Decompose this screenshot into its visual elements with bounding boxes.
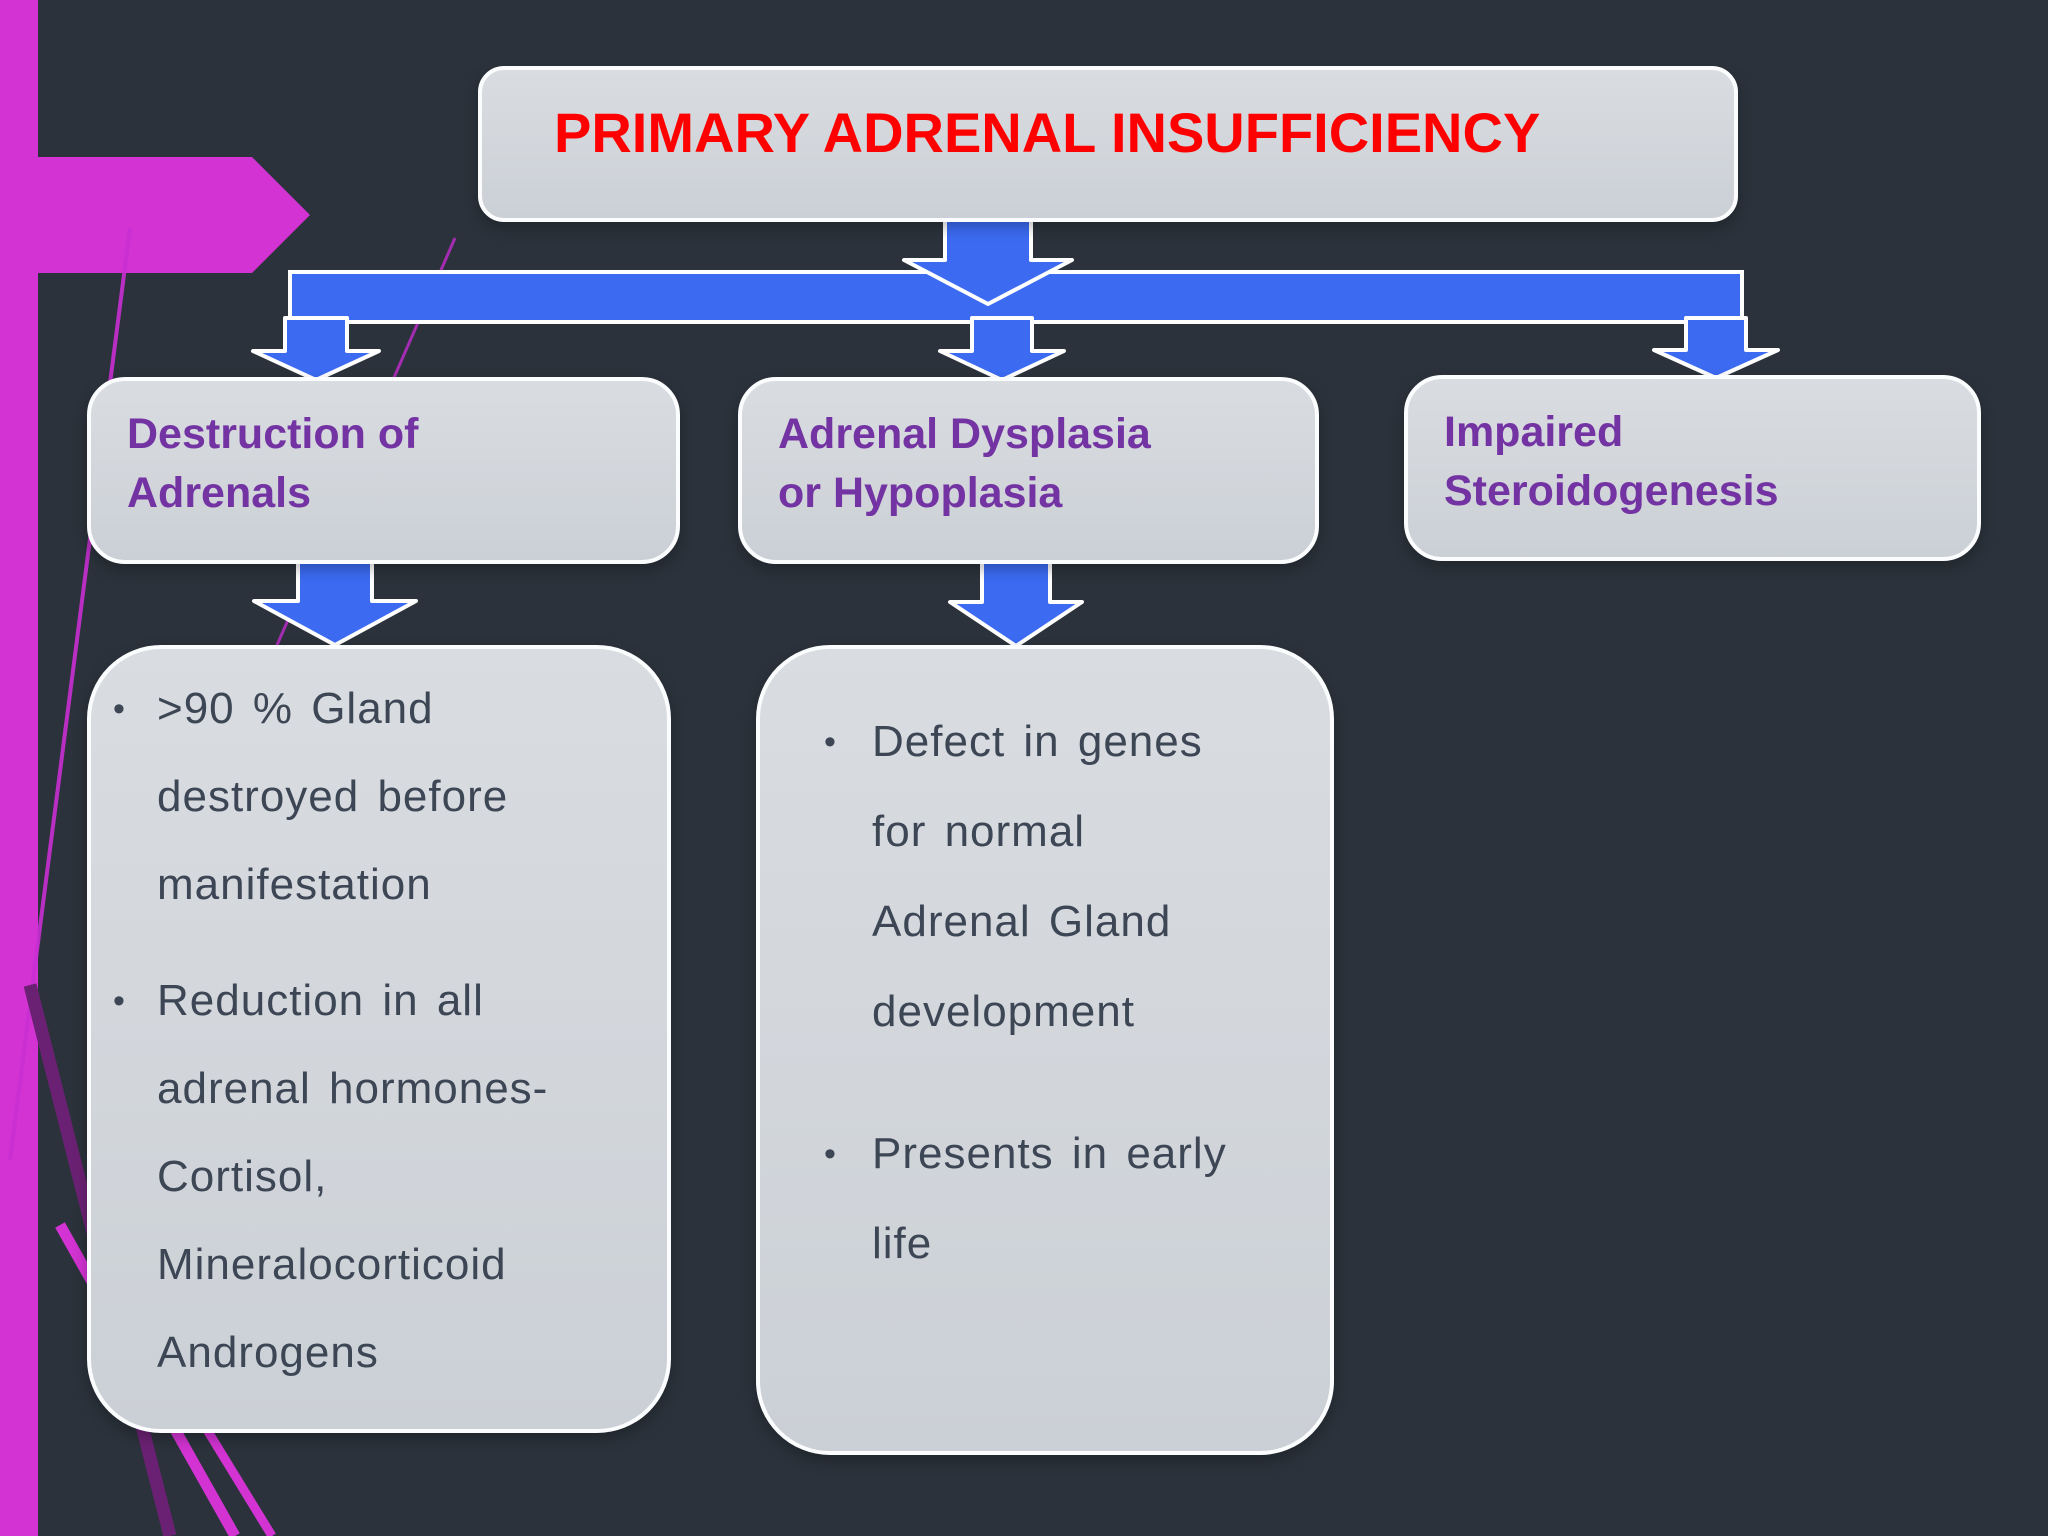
bullet-dot-icon: • [113,982,125,1020]
bullet-text: Presents in early life [872,1129,1227,1268]
down-arrow-connector-icon [1652,316,1780,380]
slide-title: PRIMARY ADRENAL INSUFFICIENCY [554,101,1541,164]
magenta-right-arrow-icon [38,157,310,273]
bullet-dot-icon: • [113,690,125,728]
down-arrow-connector-icon [938,316,1066,382]
down-arrow-connector-icon [252,558,418,647]
bullet-dot-icon: • [824,723,836,761]
detail-box-destruction-of-adrenals: • >90 % Gland destroyed before manifesta… [87,645,671,1433]
branch-box-impaired-steroidogenesis: Impaired Steroidogenesis [1404,375,1981,561]
branch-box-destruction-of-adrenals: Destruction of Adrenals [87,377,680,564]
branch-box-adrenal-dysplasia-or-hypoplasia: Adrenal Dysplasia or Hypoplasia [738,377,1319,564]
bullet-text: Defect in genes for normal Adrenal Gland… [872,717,1203,1036]
branch-heading: Impaired Steroidogenesis [1444,408,1779,515]
branch-heading: Adrenal Dysplasia or Hypoplasia [778,410,1151,517]
bullet-item: • Defect in genes for normal Adrenal Gla… [812,697,1314,1057]
bullet-item: • Presents in early life [812,1109,1314,1289]
left-accent-bar [0,0,38,1536]
title-box: PRIMARY ADRENAL INSUFFICIENCY [478,66,1738,222]
bullet-dot-icon: • [824,1135,836,1173]
bullet-text: >90 % Gland destroyed before manifestati… [157,684,509,909]
down-arrow-connector-icon [948,560,1084,648]
down-arrow-connector-icon [251,316,381,382]
bullet-text: Reduction in all adrenal hormones- Corti… [157,976,549,1377]
bullet-item: • >90 % Gland destroyed before manifesta… [101,665,653,929]
branch-heading: Destruction of Adrenals [127,410,419,517]
down-arrow-connector-icon [902,216,1074,306]
detail-box-adrenal-dysplasia: • Defect in genes for normal Adrenal Gla… [756,645,1334,1455]
bullet-item: • Reduction in all adrenal hormones- Cor… [101,957,653,1397]
